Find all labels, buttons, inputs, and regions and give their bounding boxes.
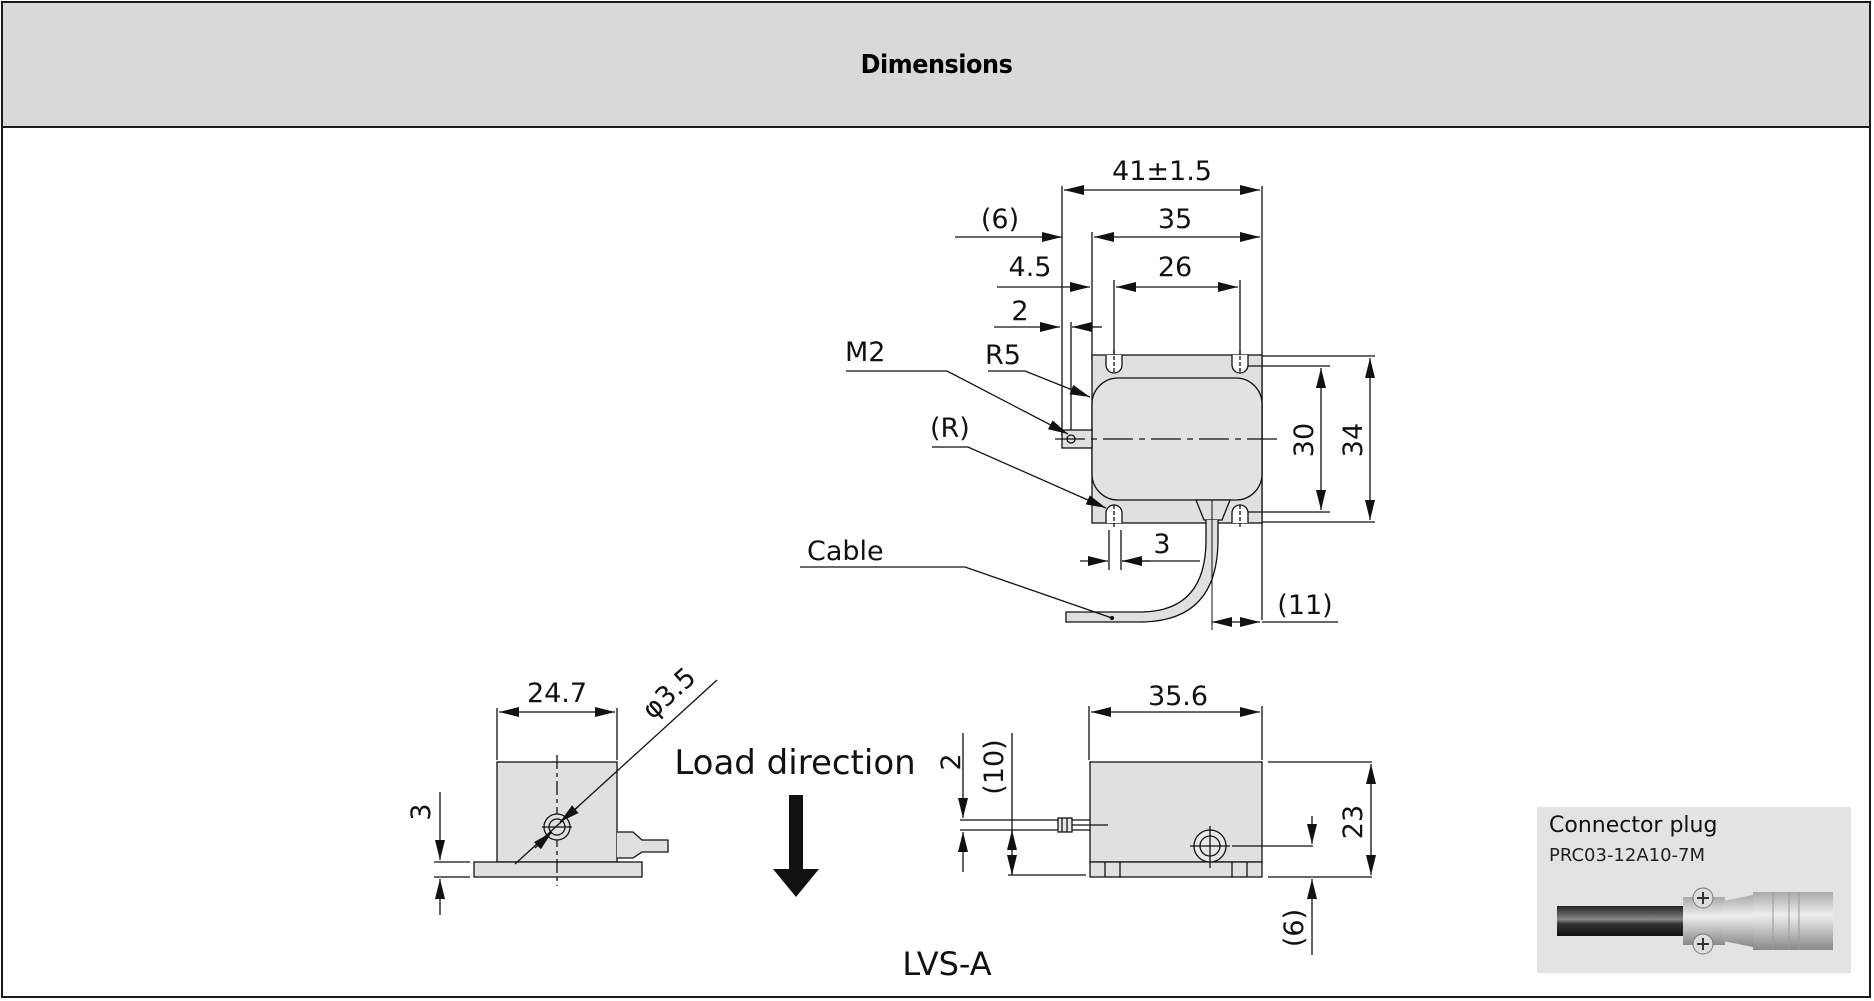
connector-plug-panel: Connector plug PRC03-12A10-7M: [1537, 807, 1851, 973]
dim-cable-offset: (11): [1277, 590, 1332, 621]
panel-header: Dimensions: [3, 3, 1869, 128]
screw-icon: [1692, 887, 1714, 909]
front-view: [958, 706, 1376, 955]
dim-front-height: 23: [1338, 805, 1369, 839]
panel-title: Dimensions: [860, 49, 1012, 80]
cable-shape: [1557, 906, 1687, 936]
dim-overall-width: 41±1.5: [1112, 156, 1212, 187]
dim-inner-height: 30: [1289, 423, 1320, 457]
dim-cable-height: (10): [979, 739, 1010, 794]
dim-side-width: 24.7: [527, 678, 587, 709]
screw-icon: [1692, 933, 1714, 955]
dim-offset-2: 2: [1011, 296, 1028, 327]
callout-r5: R5: [985, 340, 1021, 371]
callout-cable: Cable: [807, 536, 884, 567]
dim-hole-diameter: φ3.5: [636, 662, 702, 726]
top-view-labels: 41±1.5 (6) 35 4.5 26 2 M2 R5 (R) Cable 3…: [807, 156, 1369, 621]
front-view-labels: 35.6 23 2 (10) (6): [936, 681, 1369, 947]
load-direction-label: Load direction: [674, 743, 915, 783]
dim-slot-width: 3: [1153, 529, 1170, 560]
connector-body: [1753, 892, 1833, 950]
dim-hole-pitch: 26: [1158, 252, 1192, 283]
callout-r: (R): [930, 413, 970, 444]
connector-title: Connector plug: [1549, 813, 1718, 838]
connector-model: PRC03-12A10-7M: [1549, 845, 1706, 866]
callout-m2: M2: [845, 337, 885, 368]
dim-outer-height: 34: [1338, 423, 1369, 457]
connector-plug-image: [1557, 887, 1833, 955]
top-view: [800, 185, 1375, 630]
dim-port-height: (6): [1279, 909, 1310, 947]
down-arrow-icon: [773, 795, 819, 897]
model-label: LVS-A: [902, 945, 991, 983]
dim-offset-4-5: 4.5: [1009, 252, 1052, 283]
side-view: [434, 679, 718, 915]
dim-offset-left: (6): [981, 204, 1019, 235]
dim-body-width: 35: [1158, 204, 1192, 235]
dim-base-thickness: 3: [406, 803, 437, 820]
dim-cable-offset-2: 2: [936, 753, 967, 770]
load-direction: Load direction: [674, 743, 916, 897]
dim-front-width: 35.6: [1148, 681, 1208, 712]
